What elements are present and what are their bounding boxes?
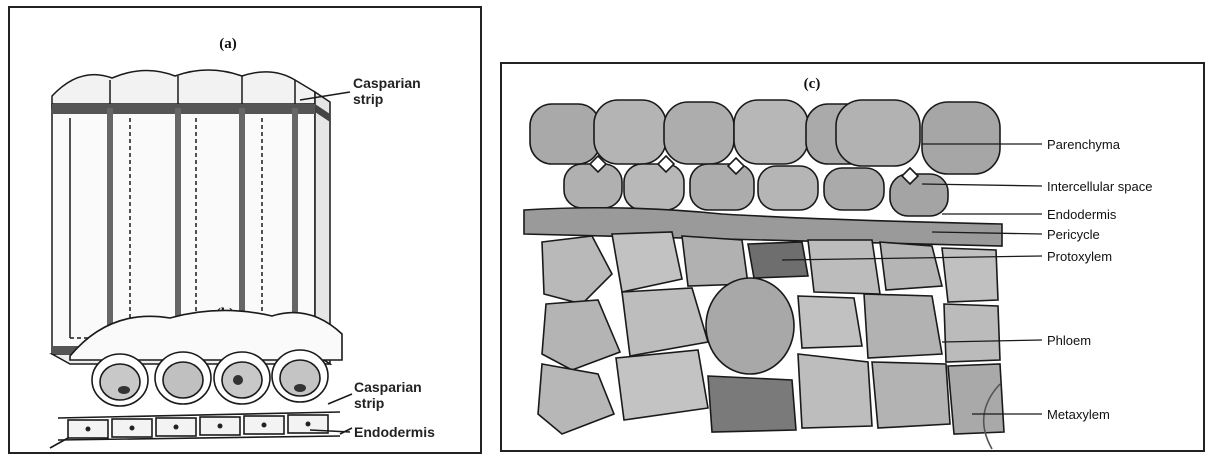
endodermis-label: Endodermis <box>1047 207 1117 222</box>
casparian-strip-b-label-line1: Casparian <box>354 379 422 395</box>
protoxylem-label: Protoxylem <box>1047 249 1112 264</box>
parenchyma-label: Parenchyma <box>1047 137 1121 152</box>
casparian-strip-a-label-line1: Casparian <box>353 75 421 91</box>
pericycle-label: Pericycle <box>1047 227 1100 242</box>
intercellular-space-label: Intercellular space <box>1047 179 1153 194</box>
casparian-strip-a-label-line2: strip <box>353 91 383 107</box>
panel-c: (c) <box>500 62 1205 452</box>
panel-a-b: (a) <box>8 6 482 454</box>
casparian-strip-b-pointer <box>328 394 352 404</box>
panel-c-tag: (c) <box>804 76 821 92</box>
phloem-label: Phloem <box>1047 333 1091 348</box>
metaxylem-label: Metaxylem <box>1047 407 1110 422</box>
root-tissue-section <box>524 100 1004 449</box>
panel-a-tag: (a) <box>219 36 237 52</box>
panel-c-illustration: (c) <box>502 64 1207 454</box>
endodermis-b-label: Endodermis <box>354 424 435 440</box>
casparian-strip-b-label-line2: strip <box>354 395 384 411</box>
panel-a-b-illustration: (a) <box>10 8 484 456</box>
